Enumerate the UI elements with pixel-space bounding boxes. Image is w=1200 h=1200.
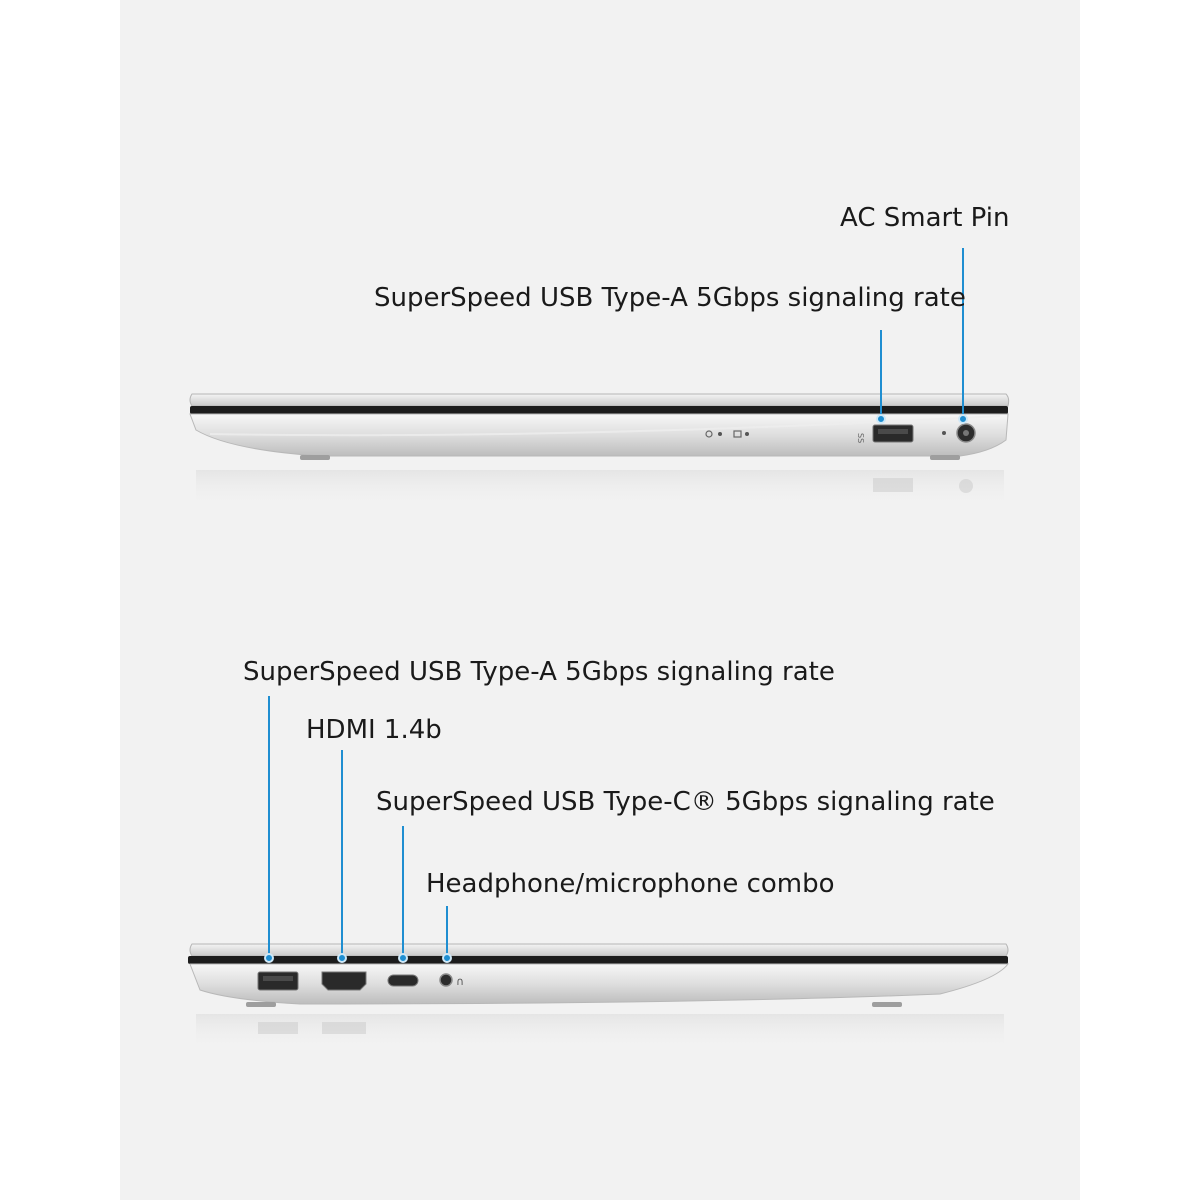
usb-c-label: SuperSpeed USB Type-C® 5Gbps signaling r… bbox=[376, 787, 995, 817]
audio-combo-label: Headphone/microphone combo bbox=[426, 869, 835, 899]
usb-a-right-label: SuperSpeed USB Type-A 5Gbps signaling ra… bbox=[374, 283, 966, 313]
svg-text:SS: SS bbox=[856, 433, 865, 443]
audio-combo-marker bbox=[442, 953, 452, 963]
usb-a-left-marker bbox=[264, 953, 274, 963]
usb-a-right-marker bbox=[876, 414, 886, 424]
audio-combo-leader bbox=[446, 906, 448, 958]
hdmi-label: HDMI 1.4b bbox=[306, 715, 442, 745]
headphone-icon: ∩ bbox=[456, 975, 464, 988]
ac-smart-pin-label: AC Smart Pin bbox=[840, 203, 1010, 233]
ac-smart-pin-leader bbox=[962, 248, 964, 420]
ac-smart-pin-marker bbox=[958, 414, 968, 424]
laptop-right-side: SS bbox=[189, 393, 1010, 508]
usb-c-marker bbox=[398, 953, 408, 963]
usb-c-leader bbox=[402, 826, 404, 958]
power-led-icon bbox=[705, 430, 713, 438]
hdmi-port-icon bbox=[321, 971, 367, 991]
hdmi-marker bbox=[337, 953, 347, 963]
drive-led-icon bbox=[733, 430, 742, 438]
usb-c-port-icon bbox=[387, 974, 419, 987]
usb-a-left-leader bbox=[268, 696, 270, 958]
usb-a-left-label: SuperSpeed USB Type-A 5Gbps signaling ra… bbox=[243, 657, 835, 687]
hdmi-leader bbox=[341, 750, 343, 958]
laptop-left-side: ∩ bbox=[188, 943, 1010, 1050]
audio-jack-icon bbox=[439, 973, 453, 987]
usb-a-right-leader bbox=[880, 330, 882, 420]
